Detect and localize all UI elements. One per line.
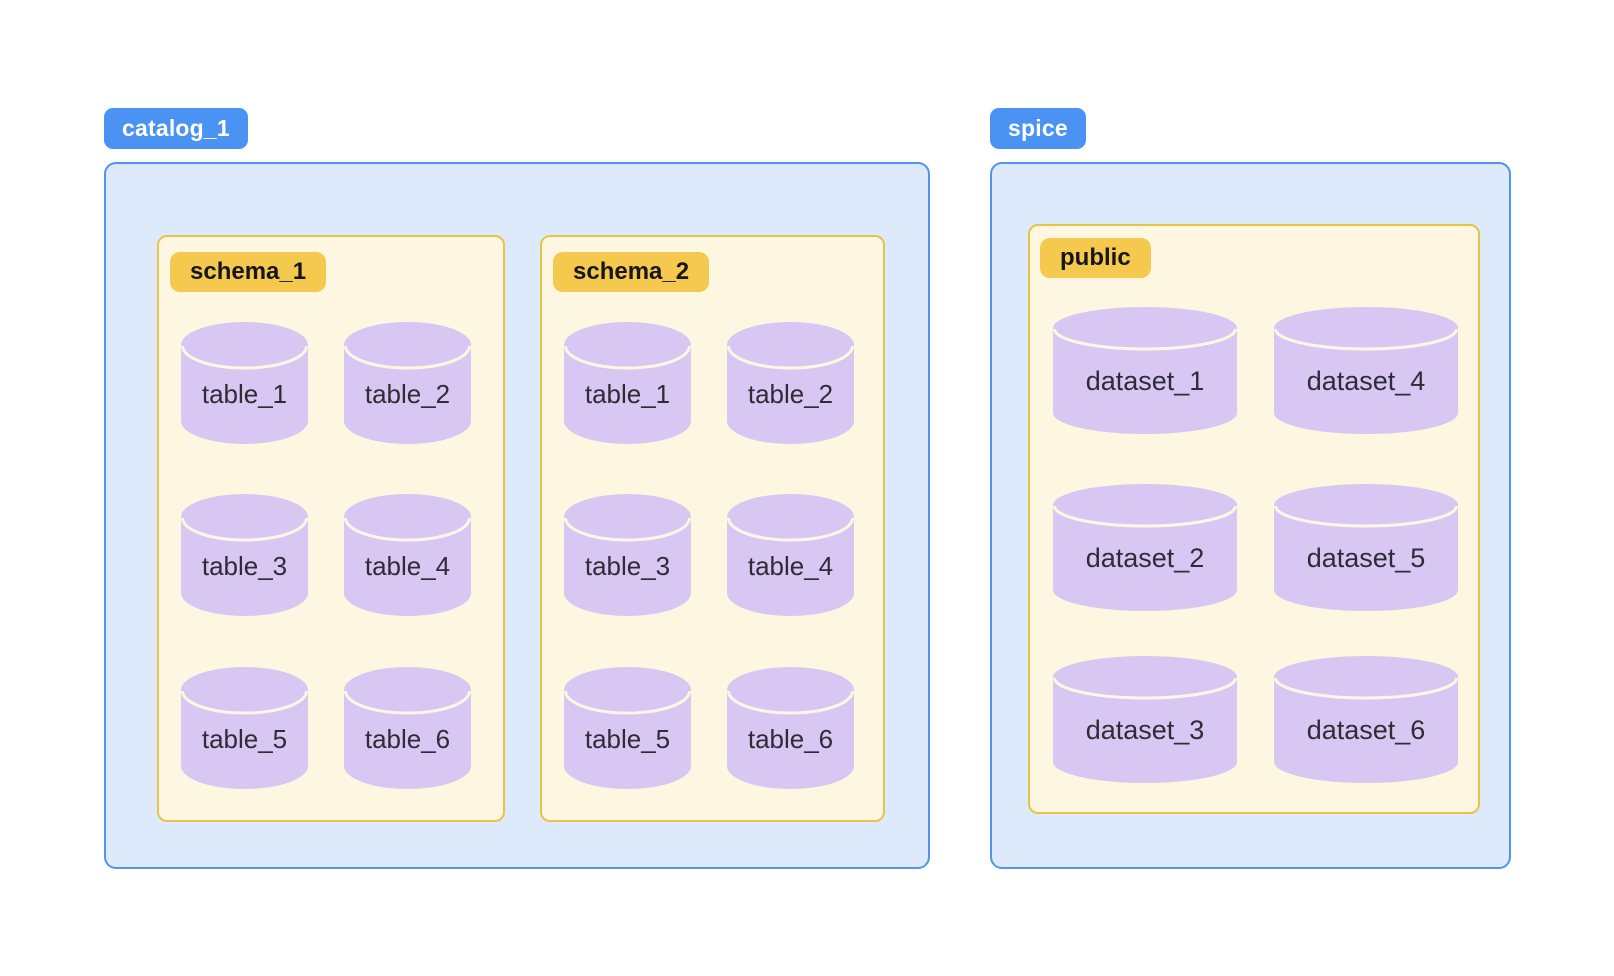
spice-container: public dataset_1 dataset_4 dataset_2 dat… [990,162,1511,869]
catalog-container: schema_1 table_1 table_2 table_3 table_4… [104,162,930,869]
database-cylinder-icon [181,494,308,616]
db-cylinder: table_6 [727,667,854,789]
db-cylinder: table_4 [727,494,854,616]
db-cylinder: table_3 [564,494,691,616]
db-cylinder: dataset_2 [1053,484,1237,611]
db-cylinder: table_2 [344,322,471,444]
public-schema-container: public dataset_1 dataset_4 dataset_2 dat… [1028,224,1480,814]
db-cylinder: table_3 [181,494,308,616]
schema-2-badge: schema_2 [553,252,710,292]
database-cylinder-icon [727,667,854,789]
spice-badge: spice [990,108,1086,149]
database-cylinder-icon [564,322,691,444]
database-cylinder-icon [1053,484,1237,611]
database-cylinder-icon [1274,307,1458,434]
database-cylinder-icon [344,667,471,789]
db-cylinder: table_6 [344,667,471,789]
db-cylinder: dataset_1 [1053,307,1237,434]
database-cylinder-icon [727,322,854,444]
db-cylinder: table_2 [727,322,854,444]
schema-1-badge: schema_1 [170,252,327,292]
public-badge: public [1040,238,1151,278]
db-cylinder: table_4 [344,494,471,616]
catalog-badge: catalog_1 [104,108,248,149]
schema-2-container: schema_2 table_1 table_2 table_3 table_4… [540,235,885,822]
database-cylinder-icon [344,494,471,616]
database-cylinder-icon [181,322,308,444]
database-cylinder-icon [1053,307,1237,434]
database-cylinder-icon [344,322,471,444]
database-cylinder-icon [727,494,854,616]
db-cylinder: table_5 [181,667,308,789]
database-cylinder-icon [564,667,691,789]
db-cylinder: table_1 [564,322,691,444]
database-cylinder-icon [1274,656,1458,783]
schema-1-container: schema_1 table_1 table_2 table_3 table_4… [157,235,505,822]
database-cylinder-icon [1274,484,1458,611]
database-cylinder-icon [564,494,691,616]
database-cylinder-icon [181,667,308,789]
db-cylinder: dataset_4 [1274,307,1458,434]
db-cylinder: dataset_5 [1274,484,1458,611]
db-cylinder: dataset_6 [1274,656,1458,783]
database-cylinder-icon [1053,656,1237,783]
db-cylinder: dataset_3 [1053,656,1237,783]
db-cylinder: table_1 [181,322,308,444]
db-cylinder: table_5 [564,667,691,789]
